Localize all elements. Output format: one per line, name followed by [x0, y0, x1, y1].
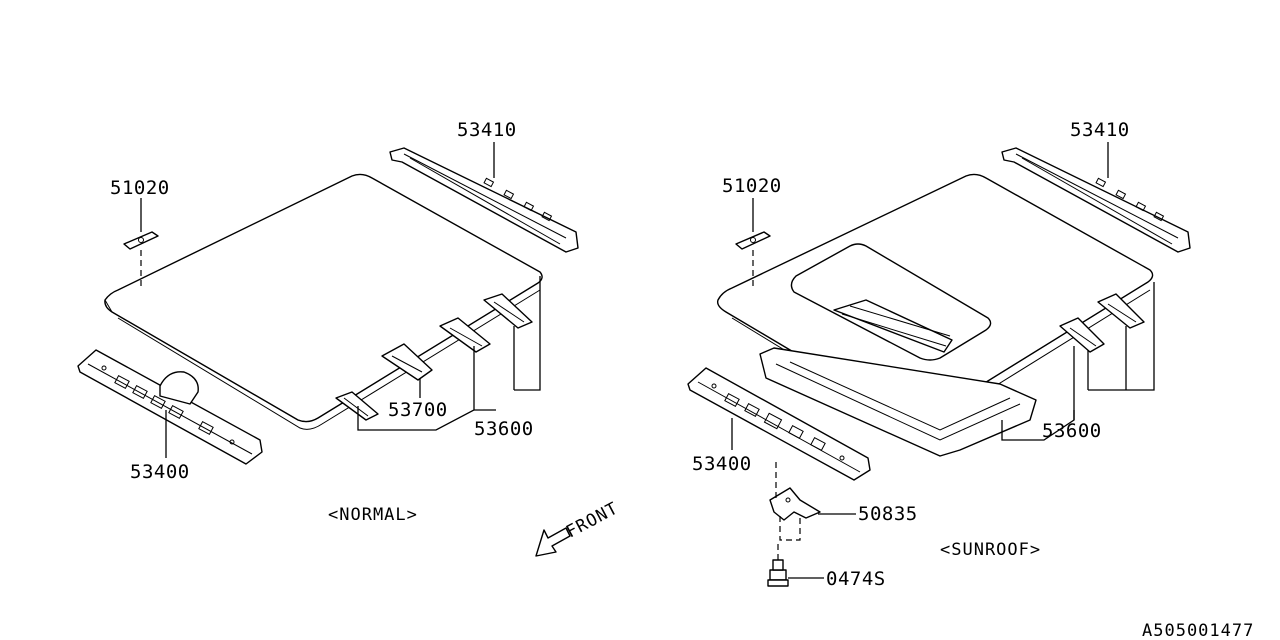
label-53410-sunroof: 53410 [1070, 119, 1130, 141]
bracket-51020-normal [123, 198, 159, 290]
label-53600-normal: 53600 [474, 418, 534, 440]
front-arrow-icon [535, 527, 571, 557]
label-53700-normal: 53700 [388, 399, 448, 421]
diagram-id: A505001477 [1142, 621, 1254, 640]
roof-bows-sunroof [1059, 293, 1145, 353]
label-53400-normal: 53400 [130, 461, 190, 483]
rear-rail-53410-normal [389, 147, 579, 253]
sunroof-roof-group: 53410 51020 53600 53400 50835 0474S <SUN… [687, 119, 1191, 590]
rear-rail-53410-sunroof [1001, 147, 1191, 253]
front-rail-53400-sunroof [687, 367, 871, 481]
bracket-50835 [769, 462, 821, 541]
label-51020-sunroof: 51020 [722, 175, 782, 197]
caption-normal: <NORMAL> [328, 505, 418, 525]
leaders-sunroof [731, 142, 1155, 579]
caption-sunroof: <SUNROOF> [940, 540, 1041, 560]
sunroof-frame [759, 347, 1037, 457]
front-direction-indicator: FRONT [535, 498, 622, 557]
label-53600-sunroof: 53600 [1042, 420, 1102, 442]
bracket-51020-sunroof [735, 198, 771, 290]
label-53410-normal: 53410 [457, 119, 517, 141]
label-0474S: 0474S [826, 568, 886, 590]
roof-bows-53700-normal [335, 293, 533, 421]
leaders-normal [165, 142, 541, 458]
front-rail-53400-normal [77, 349, 263, 465]
label-51020-normal: 51020 [110, 177, 170, 199]
normal-roof-group: 53410 51020 53700 53600 53400 <NORMAL> [77, 119, 579, 525]
roof-panel-normal [104, 173, 543, 430]
label-50835: 50835 [858, 503, 918, 525]
bolt-0474S [767, 544, 789, 587]
front-label: FRONT [563, 498, 622, 542]
label-53400-sunroof: 53400 [692, 453, 752, 475]
